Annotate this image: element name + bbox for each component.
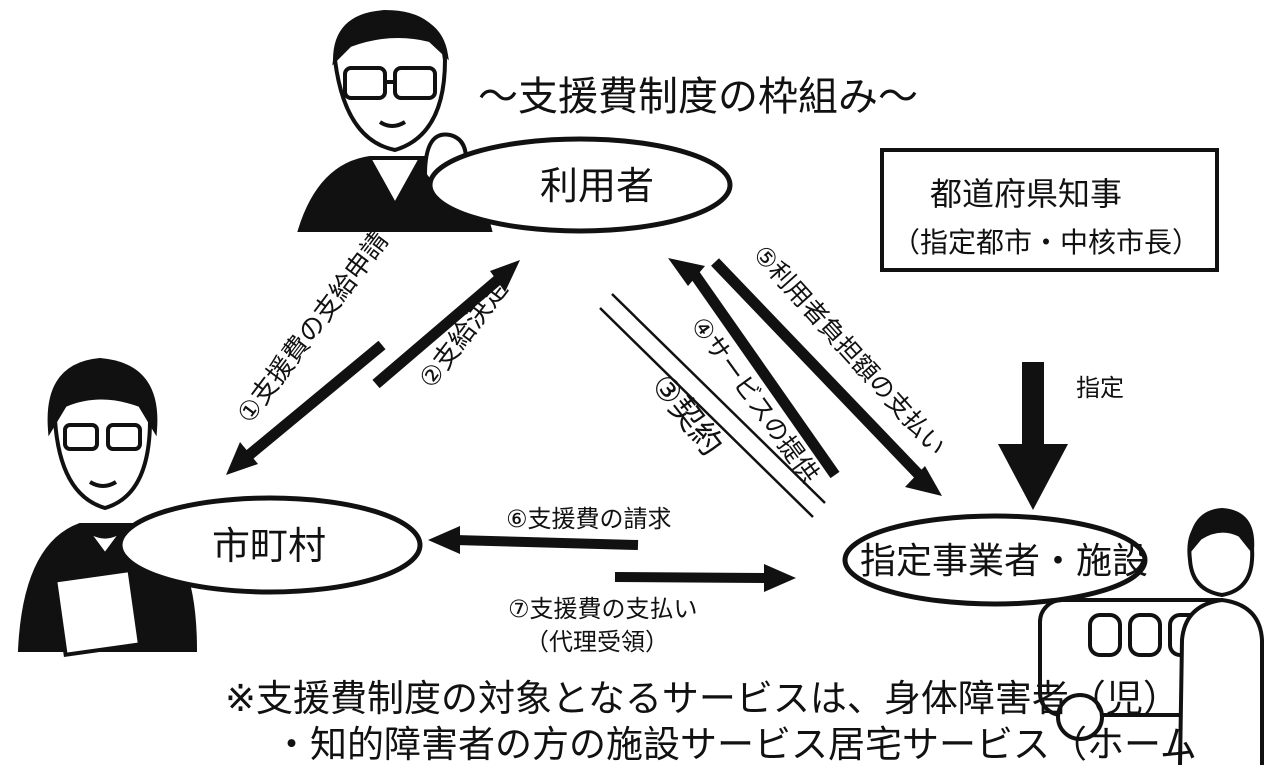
municipality-node (117, 495, 423, 595)
footnote-line1: ※支援費制度の対象となるサービスは、身体障害者（児） (225, 677, 1180, 720)
user-label: 利用者 (540, 164, 654, 208)
designation-arrow (998, 362, 1068, 510)
flow7-arrow (614, 564, 796, 592)
governor-box (880, 148, 1219, 272)
provider-node (842, 513, 1148, 607)
flow6-arrow (428, 526, 639, 554)
diagram-title: ～支援費制度の枠組み～ (478, 74, 918, 120)
user-node (427, 136, 733, 234)
designation-label: 指定 (1076, 374, 1124, 402)
governor-sublabel: （指定都市・中核市長） (892, 226, 1200, 259)
provider-illustration-icon (1038, 507, 1264, 765)
flow3-label: ③契約 (644, 367, 731, 463)
flow6-label: ⑥支援費の請求 (506, 505, 672, 533)
governor-label: 都道府県知事 (930, 175, 1122, 213)
municipality-illustration-icon (17, 357, 198, 658)
flow1-arrow (226, 340, 386, 475)
footnote: ※支援費制度の対象となるサービスは、身体障害者（児） ・知的障害者の方の施設サー… (225, 676, 1197, 768)
flow4-arrow (668, 258, 840, 479)
flow7-label: ⑦支援費の支払い (508, 595, 698, 623)
provider-label: 指定事業者・施設 (860, 541, 1148, 582)
municipality-label: 市町村 (212, 524, 326, 568)
flow5-arrow (711, 258, 942, 496)
flow7-sublabel: （代理受領） (525, 628, 669, 656)
flow3-contract-lines (599, 293, 826, 518)
flow2-arrow (372, 260, 520, 389)
footnote-line2: ・知的障害者の方の施設サービス居宅サービス（ホーム (273, 723, 1197, 766)
